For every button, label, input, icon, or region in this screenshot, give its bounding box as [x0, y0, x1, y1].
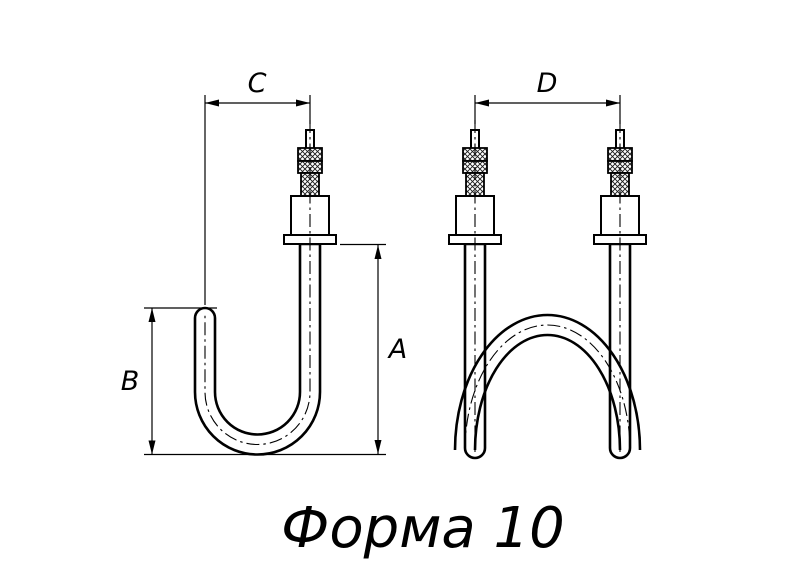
arrowhead-down	[148, 440, 156, 455]
dimension-c: C	[204, 68, 311, 305]
arrowhead-down	[374, 440, 382, 454]
dimension-label-a: A	[387, 334, 407, 365]
figure-caption: Форма 10	[281, 496, 565, 561]
bend-arc-outer	[453, 313, 642, 451]
j-tube-outline	[193, 242, 322, 456]
arrowhead-right	[296, 99, 310, 107]
centerline-bend	[464, 324, 631, 451]
dimension-a: A	[340, 243, 407, 454]
centerline-j-tube	[204, 120, 311, 446]
arrowhead-left	[475, 99, 489, 107]
left-view: C B A	[121, 68, 407, 456]
arrowhead-right	[606, 99, 620, 107]
right-view: D	[448, 68, 647, 460]
dimension-label-c: C	[248, 68, 267, 99]
dimension-d: D	[474, 68, 621, 124]
arrowhead-up	[374, 245, 382, 259]
bend-arc-inner	[473, 333, 622, 451]
dimension-label-b: B	[121, 366, 140, 397]
dimension-b: B	[121, 307, 386, 456]
dimension-label-d: D	[537, 68, 558, 99]
arrowhead-up	[148, 308, 156, 322]
arrowhead-left	[205, 99, 219, 107]
